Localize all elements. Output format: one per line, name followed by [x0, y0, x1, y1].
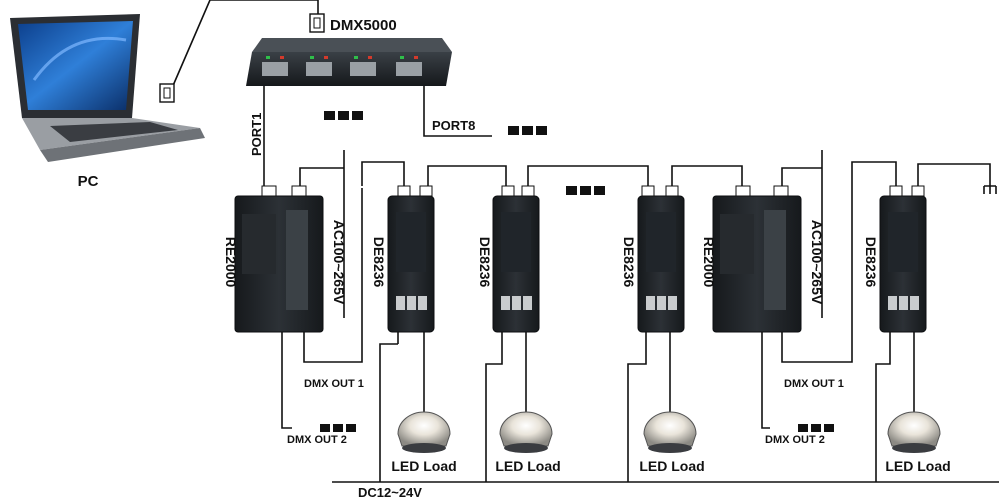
de8236-a-label: DE8236: [371, 237, 387, 288]
dmx-out2-b-wire: [761, 332, 770, 429]
decoder-icon: [492, 185, 540, 333]
de8236-d-label: DE8236: [863, 237, 879, 288]
de8236-c-label: DE8236: [621, 237, 637, 288]
decoder-icon: [637, 185, 685, 333]
bus-de-a-b: [427, 165, 507, 188]
repeater-icon: [234, 185, 324, 333]
decoder-icon: [387, 185, 435, 333]
led-lamp-icon: [397, 411, 451, 453]
led-c-label: LED Load: [639, 458, 704, 474]
led-a-label: LED Load: [391, 458, 456, 474]
dmx-out2-a-label: DMX OUT 2: [287, 434, 347, 446]
dmx-controller-icon: [246, 38, 452, 86]
re2000-b-input: [781, 167, 822, 188]
led-lamp-icon: [499, 411, 553, 453]
dmx-out2-b-label: DMX OUT 2: [765, 434, 825, 446]
re2000-a-input: [299, 167, 344, 186]
led-d-label: LED Load: [885, 458, 950, 474]
port8-label: PORT8: [432, 118, 475, 133]
dmx5000-label: DMX5000: [330, 17, 397, 34]
connector-plug-icon: [309, 13, 325, 33]
bus-de-b-c: [527, 165, 649, 188]
ellipsis-squares-icon: [566, 186, 605, 195]
pc-label: PC: [78, 173, 99, 190]
bus-de-d-out: [917, 163, 991, 188]
de8236-d-power: [875, 332, 891, 482]
re2000-a-label: RE2000: [223, 237, 239, 288]
dmx-out1-a-wire: [303, 188, 363, 363]
dmx-out1-b-label: DMX OUT 1: [784, 378, 844, 390]
port1-label: PORT1: [249, 113, 264, 156]
led-lamp-icon: [887, 411, 941, 453]
dmx-out1-b-wire: [781, 188, 853, 363]
led-lamp-icon: [643, 411, 697, 453]
ac-b-label: AC100~265V: [809, 220, 825, 305]
dc-label: DC12~24V: [358, 485, 422, 499]
port8-cable: [423, 86, 492, 137]
bus-de-a-in: [361, 161, 405, 188]
bus-de-d-in: [851, 161, 897, 188]
connector-plug-icon: [159, 83, 175, 103]
re2000-b-label: RE2000: [701, 237, 717, 288]
repeater-icon: [712, 185, 802, 333]
de8236-a-power: [379, 343, 398, 482]
de8236-b-power: [485, 332, 503, 482]
de8236-b-label: DE8236: [477, 237, 493, 288]
dmx-out1-a-label: DMX OUT 1: [304, 378, 364, 390]
ac-a-label: AC100~265V: [331, 220, 347, 305]
de8236-a-terminals: [397, 332, 425, 344]
ellipsis-squares-icon: [324, 111, 363, 120]
usb-cable: [171, 0, 319, 89]
led-b-label: LED Load: [495, 458, 560, 474]
ellipsis-squares-icon: [798, 424, 834, 432]
decoder-icon: [879, 185, 927, 333]
dmx-out2-a-wire: [281, 332, 292, 429]
ellipsis-squares-icon: [320, 424, 356, 432]
connector-plug-icon: [983, 185, 997, 194]
laptop-icon: [10, 14, 205, 162]
ellipsis-squares-icon: [508, 126, 547, 135]
de8236-c-power: [627, 332, 647, 482]
bus-de-c-re: [671, 165, 743, 188]
